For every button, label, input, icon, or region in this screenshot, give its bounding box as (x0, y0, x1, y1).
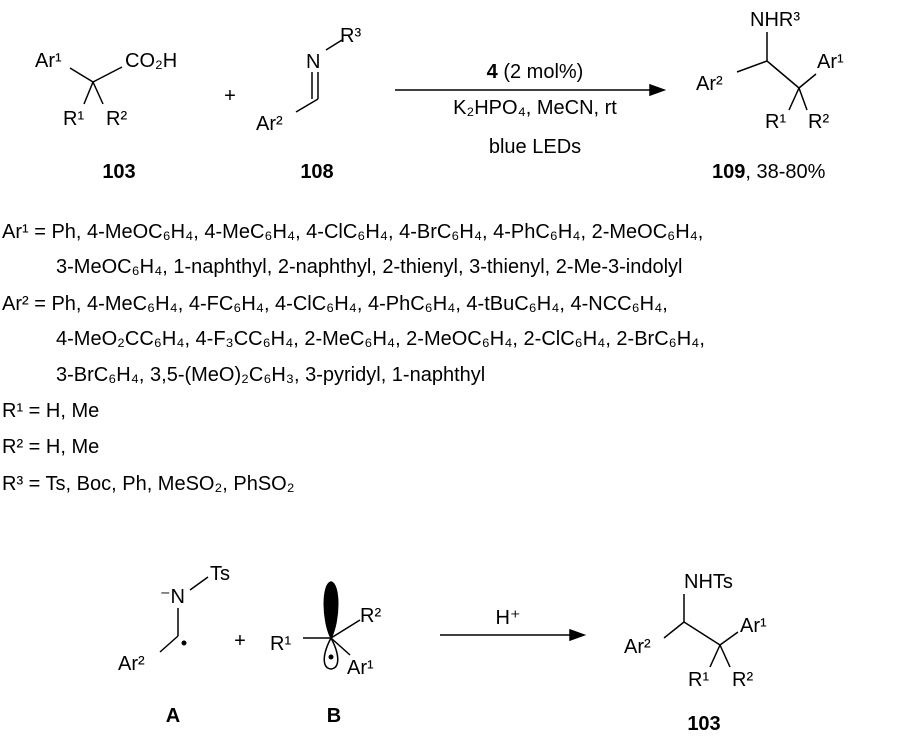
ar2-definition-cont: 4-MeO₂CC₆H₄, 4-F₃CC₆H₄, 2-MeC₆H₄, 2-MeOC… (56, 328, 705, 350)
ar1-label: Ar¹ (817, 51, 844, 73)
radical-dot (181, 640, 187, 646)
nhts-label: NHTs (684, 571, 733, 593)
intermediate-b: R¹ R² Ar¹ B (270, 581, 381, 727)
nhr3-label: NHR³ (750, 9, 800, 31)
ar2-label: Ar² (118, 653, 145, 675)
ar2-definition-cont2: 3-BrC₆H₄, 3,5-(MeO)₂C₆H₃, 3-pyridyl, 1-n… (56, 364, 485, 386)
product-103: NHTs Ar² Ar¹ R¹ R² 103 (624, 571, 767, 735)
product-109: NHR³ Ar² Ar¹ R¹ R² 109, 38-80% (696, 9, 844, 183)
compound-label-103: 103 (102, 161, 135, 183)
intermediate-label-a: A (166, 705, 180, 727)
reagents-text: K₂HPO₄, MeCN, rt (453, 97, 617, 119)
reactant-108: N R³ Ar² 108 (256, 25, 361, 183)
r1-label: R¹ (63, 108, 84, 130)
protonation-arrow: H⁺ (440, 607, 587, 642)
ar1-label: Ar¹ (740, 615, 767, 637)
ar2-label: Ar² (624, 636, 651, 658)
bond (92, 81, 104, 105)
bond (69, 67, 94, 83)
reaction-arrow: 4 (2 mol%) K₂HPO₄, MeCN, rt blue LEDs (395, 61, 667, 158)
n-anion-label: ⁻N (160, 586, 185, 608)
r1-label: R¹ (688, 669, 709, 691)
bond (83, 81, 94, 105)
plus-sign: + (234, 630, 246, 652)
bond (92, 66, 123, 83)
r2-definition: R² = H, Me (2, 436, 99, 458)
ar2-label: Ar² (256, 113, 283, 135)
r1-label: R¹ (270, 633, 291, 655)
proton-label: H⁺ (496, 607, 521, 629)
p-orbital-lobe-filled (323, 581, 339, 640)
intermediate-a: ⁻N Ts Ar² A (118, 563, 230, 727)
ar1-definition-cont: 3-MeOC₆H₄, 1-naphthyl, 2-naphthyl, 2-thi… (56, 256, 683, 278)
light-text: blue LEDs (489, 136, 581, 158)
ar1-label: Ar¹ (347, 657, 374, 679)
compound-label-103: 103 (687, 713, 720, 735)
reactant-103: Ar¹ CO₂H R¹ R² 103 (35, 50, 177, 183)
co2h-label: CO₂H (125, 50, 177, 72)
ar1-definition: Ar¹ = Ph, 4-MeOC₆H₄, 4-MeC₆H₄, 4-ClC₆H₄,… (2, 221, 703, 243)
r3-label: R³ (340, 25, 361, 47)
ar2-definition: Ar² = Ph, 4-MeC₆H₄, 4-FC₆H₄, 4-ClC₆H₄, 4… (2, 293, 668, 315)
catalyst-text: 4 (2 mol%) (487, 61, 584, 83)
r2-label: R² (732, 669, 753, 691)
ar2-label: Ar² (696, 73, 723, 95)
bond (325, 39, 343, 51)
bond (295, 98, 319, 113)
plus-sign: + (224, 85, 236, 107)
r3-definition: R³ = Ts, Boc, Ph, MeSO₂, PhSO₂ (2, 473, 294, 495)
ts-label: Ts (210, 563, 230, 585)
p-orbital-lobe-open (323, 636, 339, 670)
r2-label: R² (360, 605, 381, 627)
ar1-label: Ar¹ (35, 50, 62, 72)
r2-label: R² (808, 111, 829, 133)
substituent-list: Ar¹ = Ph, 4-MeOC₆H₄, 4-MeC₆H₄, 4-ClC₆H₄,… (2, 221, 705, 495)
r1-definition: R¹ = H, Me (2, 400, 99, 422)
intermediate-label-b: B (327, 705, 341, 727)
r1-label: R¹ (765, 111, 786, 133)
compound-label-109: 109, 38-80% (712, 161, 826, 183)
n-label: N (306, 51, 320, 73)
radical-dot (328, 654, 334, 660)
compound-label-108: 108 (300, 161, 333, 183)
r2-label: R² (106, 108, 127, 130)
